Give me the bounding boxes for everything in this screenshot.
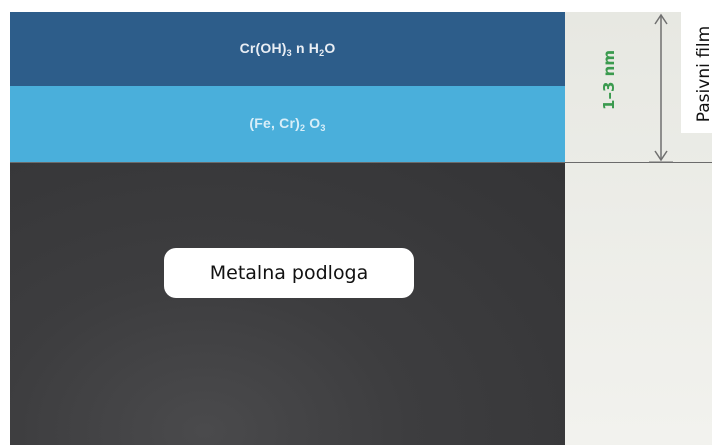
metal-substrate-layer (10, 162, 565, 445)
hydroxide-layer: Cr(OH)3 n H2O (10, 12, 565, 86)
oxide-formula: (Fe, Cr)2 O3 (249, 115, 326, 133)
passive-film-label: Pasivni film (694, 25, 714, 123)
metal-substrate-label: Metalna podloga (164, 248, 414, 298)
passive-film-label-box (681, 12, 721, 133)
film-boundary-line (10, 162, 712, 163)
hydroxide-formula: Cr(OH)3 n H2O (239, 40, 336, 58)
thickness-arrow-icon (649, 13, 673, 163)
oxide-layer: (Fe, Cr)2 O3 (10, 86, 565, 162)
thickness-label: 1–3 nm (600, 50, 618, 110)
layer-diagram: Cr(OH)3 n H2O (Fe, Cr)2 O3 Metalna podlo… (10, 12, 712, 445)
